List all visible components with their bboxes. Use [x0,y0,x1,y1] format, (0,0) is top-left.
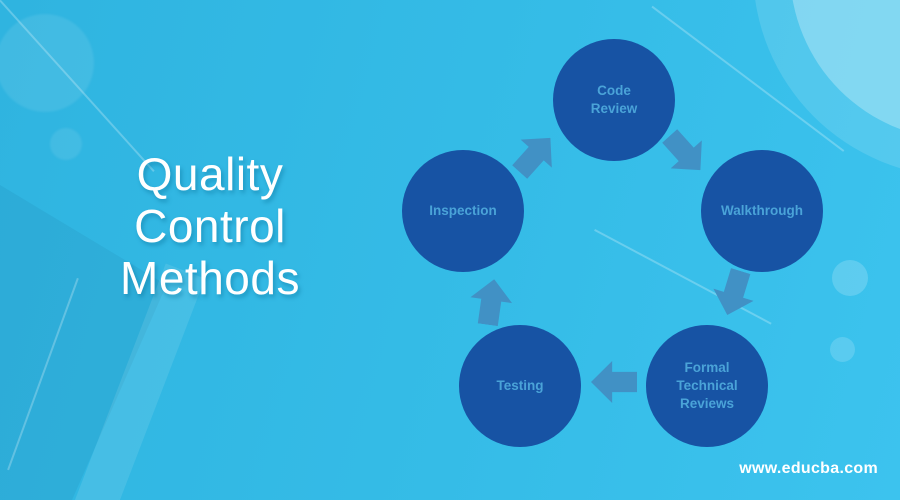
arrow-formal-technical-reviews-to-testing-icon [591,361,637,403]
arrow-walkthrough-to-formal-technical-reviews-icon [707,265,761,321]
watermark-url: www.educba.com [739,460,878,477]
node-formal-technical-reviews: Formal Technical Reviews [646,325,768,447]
background-diagonal-line-4 [7,277,79,471]
node-inspection: Inspection [402,150,524,272]
background-diagonal-line-1 [0,0,155,172]
node-walkthrough: Walkthrough [701,150,823,272]
title-line-2: Control [134,200,286,252]
node-label: Walkthrough [721,203,803,218]
node-testing: Testing [459,325,581,447]
node-code-review: Code Review [553,39,675,161]
page-title: Quality Control Methods [85,148,335,304]
node-label: Inspection [429,203,497,218]
title-line-1: Quality [136,148,284,200]
background-bubble-small [50,128,82,160]
background-bubble-large [0,14,94,112]
background-bubble-right-2 [830,337,855,362]
node-label: Code Review [590,83,638,116]
background-diagonal-line-2 [651,6,845,152]
background-arc-inner [790,0,900,140]
background-bubble-right-1 [832,260,868,296]
arrow-testing-to-inspection-icon [467,276,515,327]
node-label: Formal Technical Reviews [676,360,738,411]
title-line-3: Methods [120,252,300,304]
node-label: Testing [496,378,544,393]
